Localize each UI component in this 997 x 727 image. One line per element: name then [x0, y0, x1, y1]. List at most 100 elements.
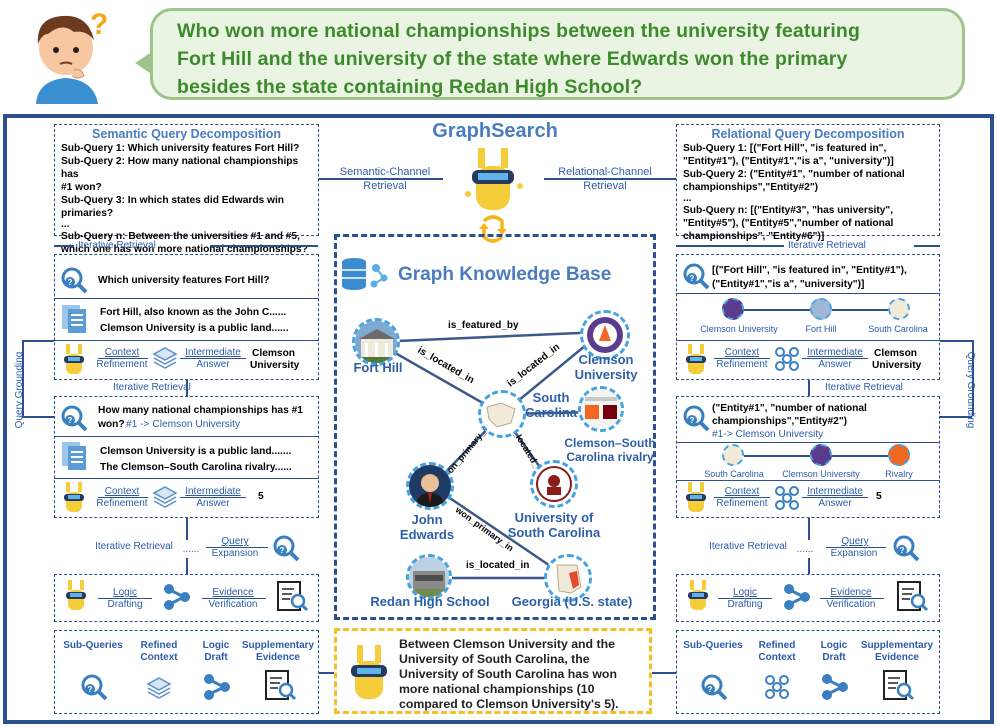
search-query-icon: ? — [700, 673, 728, 701]
edge-is-featured-by — [375, 330, 603, 344]
answer-label: Answer — [818, 498, 852, 509]
retrieval-label: Retrieval — [583, 180, 627, 192]
left-ans1-b: University — [250, 360, 300, 371]
svg-text:?: ? — [90, 8, 108, 41]
expansion-label: Expansion — [830, 548, 878, 559]
entity-forthill-label: Fort Hill — [805, 324, 837, 334]
intermediate-label: Intermediate — [185, 486, 241, 497]
verification-label: Verification — [826, 599, 876, 610]
semantic-decomposition-box: Semantic Query Decomposition Sub-Query 1… — [54, 124, 319, 255]
context-label: Context — [104, 486, 140, 497]
question-line-2: Fort Hill and the university of the stat… — [177, 48, 848, 70]
node-fort-hill-image — [352, 318, 400, 366]
logic-label: Logic — [733, 587, 757, 598]
question-line-1: Who won more national championships betw… — [177, 20, 861, 42]
network-icon — [774, 485, 800, 511]
semantic-line: Sub-Query n: Between the universities #1… — [61, 231, 300, 242]
node-usc-label-1: University of — [514, 510, 594, 525]
search-query-icon: ? — [272, 534, 300, 562]
left-iteration-1 — [54, 254, 319, 380]
svg-text:?: ? — [88, 685, 93, 694]
svg-text:?: ? — [708, 685, 713, 694]
llama-icon — [682, 344, 710, 376]
svg-text:?: ? — [690, 416, 695, 425]
entity-clemson-label: Clemson University — [700, 324, 778, 334]
semantic-line: ... — [61, 219, 70, 230]
answer-label: Answer — [818, 359, 852, 370]
drafting-label: Drafting — [727, 599, 763, 610]
relational-line: Sub-Query 1: [("Fort Hill", "is featured… — [683, 143, 887, 154]
evidence-label: Evidence — [212, 587, 254, 598]
logic-label: Logic — [820, 640, 848, 651]
left-q2-b: won? — [98, 419, 125, 430]
evidence-document-icon — [274, 579, 310, 615]
refined-label: Refined — [140, 640, 178, 651]
context-label: Context — [724, 486, 760, 497]
node-rivalry-image — [578, 386, 624, 432]
query-label: Query — [221, 536, 249, 547]
semantic-line: #1 won? — [61, 182, 102, 193]
question-bubble: Who won more national championships betw… — [135, 8, 965, 100]
node-usc-image — [530, 460, 578, 508]
node-clemson-label-2: University — [574, 367, 638, 382]
refinement-label: Refinement — [716, 498, 768, 509]
node-fort-hill-label: Fort Hill — [353, 360, 403, 375]
llama-icon — [60, 482, 88, 514]
network-icon — [764, 674, 790, 700]
node-clemson-image — [580, 310, 630, 360]
relational-channel-label: Relational-Channel — [558, 166, 652, 178]
edge-won-primary-in-2 — [431, 484, 569, 580]
llama-icon — [684, 580, 712, 612]
draft-label: Draft — [822, 652, 846, 663]
node-edwards-label-1: John — [411, 512, 443, 527]
entity-clemson-icon — [722, 298, 744, 320]
node-south-carolina-label-1: South — [532, 390, 570, 405]
iterative-retrieval-label: Iterative Retrieval — [709, 541, 787, 552]
document-icon — [60, 303, 94, 335]
search-query-icon: ? — [60, 404, 88, 432]
search-query-icon: ? — [80, 673, 108, 701]
query-grounding-label-right: Query Grounding — [965, 351, 976, 429]
context-label: Context — [104, 347, 140, 358]
node-georgia-image — [544, 554, 592, 602]
svg-text:?: ? — [280, 546, 285, 555]
dots-label: ...... — [182, 544, 200, 555]
node-usc-label-2: South Carolina — [507, 525, 601, 540]
answer-label: Answer — [196, 498, 230, 509]
iterative-retrieval-label: Iterative Retrieval — [113, 382, 191, 393]
llama-icon — [682, 482, 710, 514]
right-q2-c: #1-> Clemson University — [712, 429, 824, 440]
refinement-label: Refinement — [96, 498, 148, 509]
relational-line: championships","Entity#2") — [683, 182, 819, 193]
final-answer-text: Between Clemson University and the Unive… — [399, 637, 619, 711]
svg-text:?: ? — [68, 278, 73, 287]
right-q2-a: ("Entity#1", "number of national — [712, 403, 867, 414]
search-query-icon: ? — [682, 262, 710, 290]
relational-line: championships", "Entity#6")] — [683, 231, 825, 242]
relational-line: "Entity#5"), ("Entity#5","number of nati… — [683, 218, 894, 229]
left-ans2: 5 — [258, 491, 264, 502]
semantic-decomposition-title: Semantic Query Decomposition — [92, 127, 281, 141]
semantic-line: Sub-Query 3: In which states did Edwards… — [61, 195, 285, 206]
relational-line: ... — [683, 193, 692, 204]
entity-rivalry-icon — [888, 444, 910, 466]
knowledge-base-title: Graph Knowledge Base — [398, 264, 612, 285]
llama-icon — [343, 643, 395, 701]
sub-queries-label: Sub-Queries — [683, 640, 743, 651]
knowledge-base-frame — [334, 234, 656, 620]
database-icon — [340, 256, 388, 292]
dots-label: ...... — [796, 544, 814, 555]
iterative-retrieval-label: Iterative Retrieval — [78, 240, 156, 251]
network-icon — [820, 672, 850, 702]
semantic-line: Sub-Query 1: Which university features F… — [61, 143, 300, 154]
refinement-label: Refinement — [96, 359, 148, 370]
left-q2-c: #1 -> Clemson University — [126, 419, 241, 430]
left-doc2-b: The Clemson–South Carolina rivalry...... — [100, 462, 292, 473]
graphsearch-llama-icon — [456, 146, 530, 212]
entity-sc-label: South Carolina — [704, 469, 764, 479]
llama-icon — [60, 344, 88, 376]
context-label: Context — [140, 652, 178, 663]
relational-line: "Entity#1"), ("Entity#1","is a", "univer… — [683, 156, 894, 167]
relational-line: Sub-Query n: [("Entity#3", "has universi… — [683, 205, 894, 216]
network-icon — [202, 672, 232, 702]
